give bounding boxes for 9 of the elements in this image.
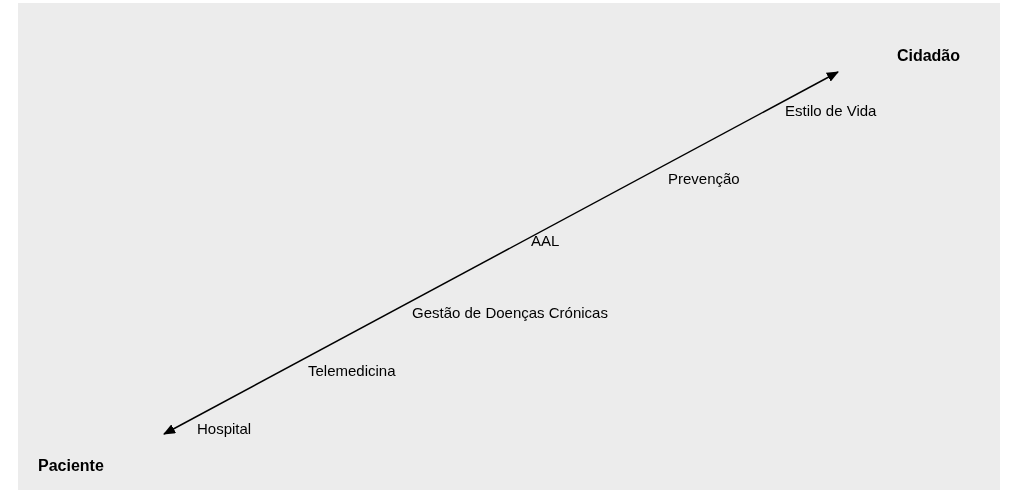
- scale-label: AAL: [531, 232, 560, 250]
- scale-label: Prevenção: [668, 170, 740, 188]
- scale-label: Gestão de Doenças Crónicas: [412, 304, 608, 322]
- endpoint-label: Cidadão: [896, 46, 960, 66]
- scale-label: Estilo de Vida: [785, 102, 877, 120]
- scale-label: Telemedicina: [308, 362, 396, 380]
- endpoint-label: Paciente: [38, 456, 104, 476]
- scale-label: Hospital: [197, 420, 252, 438]
- double-headed-arrow: [163, 71, 839, 435]
